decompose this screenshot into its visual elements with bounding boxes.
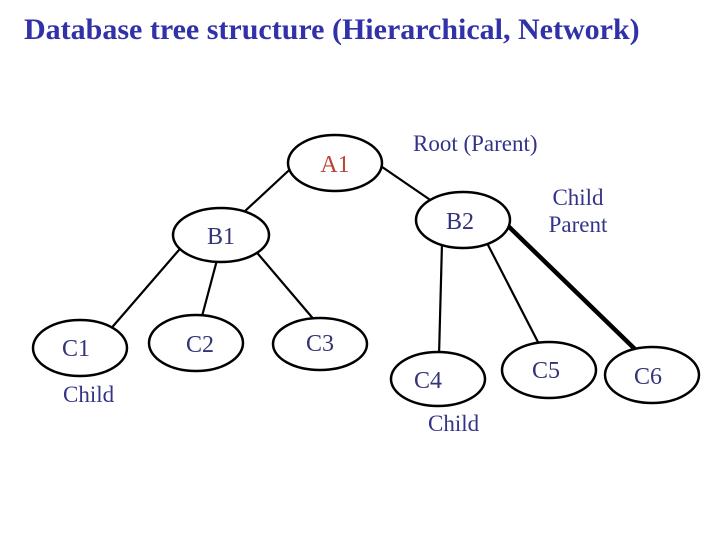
node-c6: C6	[603, 345, 701, 405]
node-c2: C2	[147, 313, 245, 373]
annotation-child-parent-line1: Child	[552, 185, 604, 210]
node-c1: C1	[31, 318, 129, 378]
node-c3: C3	[271, 316, 369, 372]
node-b2: B2	[414, 190, 512, 250]
node-a1: A1	[286, 133, 384, 193]
edge-b2-c4	[437, 241, 444, 358]
node-c4-ellipse	[389, 350, 487, 408]
node-c6-label: C6	[634, 364, 662, 390]
node-a1-ellipse	[286, 133, 384, 193]
node-c3-ellipse	[271, 316, 369, 372]
node-c5: C5	[500, 340, 598, 400]
edge-b1-c3	[251, 246, 318, 324]
edge-group	[106, 158, 645, 359]
node-c2-ellipse	[147, 313, 245, 373]
node-c6-ellipse	[603, 345, 701, 405]
edge-b1-c1	[106, 241, 187, 334]
node-a1-label: A1	[320, 152, 349, 178]
node-b2-label: B2	[446, 209, 474, 235]
annotation-child-parent-line2: Parent	[549, 212, 608, 237]
annotation-group: Root (Parent) Child Parent Child Child	[63, 131, 608, 436]
node-c4: C4	[389, 350, 487, 408]
node-b1-ellipse	[171, 206, 271, 264]
node-c5-ellipse	[500, 340, 598, 400]
node-c5-label: C5	[532, 358, 560, 384]
node-b2-ellipse	[414, 190, 512, 250]
slide-title: Database tree structure (Hierarchical, N…	[24, 13, 640, 46]
node-c1-label: C1	[62, 336, 90, 362]
annotation-child-bottom: Child	[428, 411, 480, 436]
annotation-child-left: Child	[63, 382, 115, 407]
node-b1: B1	[171, 206, 271, 264]
node-c1-ellipse	[31, 318, 129, 378]
edge-b2-c5	[485, 241, 542, 348]
node-c2-label: C2	[186, 332, 214, 358]
node-b1-label: B1	[207, 224, 235, 250]
annotation-root-parent: Root (Parent)	[413, 131, 538, 156]
node-c3-label: C3	[306, 331, 334, 357]
node-c4-label: C4	[414, 368, 442, 394]
edge-b1-c2	[199, 258, 219, 322]
edge-b2-c6	[501, 219, 645, 359]
